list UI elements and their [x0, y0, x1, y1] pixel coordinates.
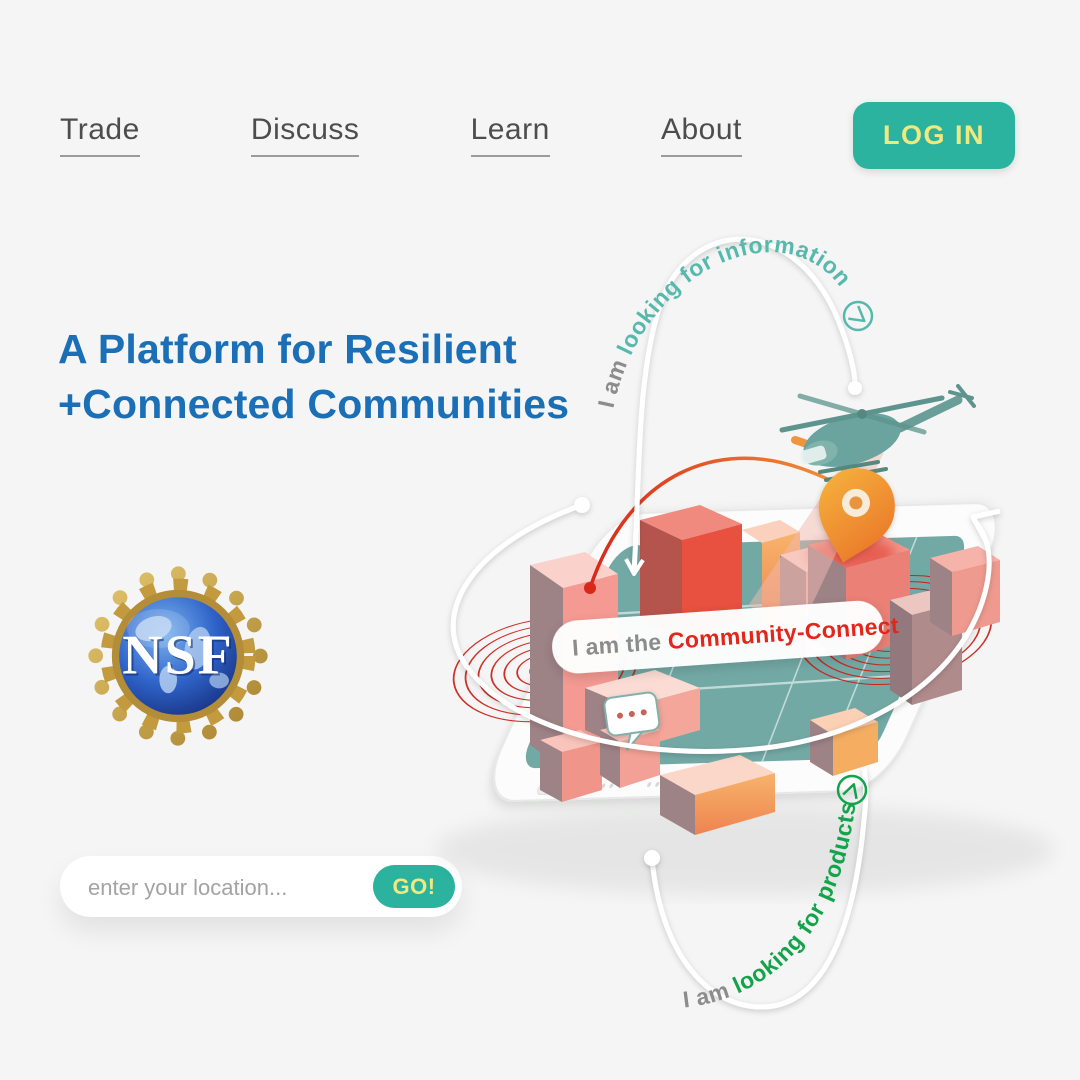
products-arrow-icon[interactable]: [836, 774, 868, 806]
products-arc: I am looking for products: [644, 767, 869, 1013]
helicopter-icon: [779, 384, 976, 482]
map-streets: [557, 536, 938, 766]
page-title-line1: A Platform for Resilient: [58, 326, 517, 372]
login-button[interactable]: LOG IN: [852, 101, 1015, 169]
phone-side-button: [910, 602, 949, 676]
page-title: A Platform for Resilient +Connected Comm…: [58, 322, 569, 432]
phone-port: [537, 779, 579, 795]
radar-rings-left: [452, 617, 638, 723]
nav-link-learn[interactable]: Learn: [470, 113, 550, 157]
top-navigation: Trade Discuss Learn About LOG IN: [60, 98, 1015, 172]
center-label-prefix: I am the: [571, 628, 669, 661]
nsf-logo-icon: NSF NSF: [88, 566, 268, 746]
svg-text:I am looking for products: I am looking for products: [681, 800, 860, 1013]
phone-shadow: [435, 805, 1055, 895]
radar-rings-right: [797, 574, 993, 686]
svg-text:I am the Community-Connect: I am the Community-Connect: [571, 612, 899, 661]
nsf-letters-shadow: NSF: [124, 627, 235, 689]
phone-screen: [525, 535, 965, 769]
arc-bottom-prefix: I am: [681, 974, 739, 1012]
nav-link-trade[interactable]: Trade: [60, 113, 140, 157]
phone-speaker-holes: [585, 781, 676, 789]
location-search: GO!: [60, 856, 462, 919]
orbit-arrowhead-icon: [970, 508, 1001, 547]
svg-text:I am looking for information: I am looking for information: [593, 231, 857, 410]
chat-bubble: [603, 691, 661, 751]
city-buildings: [530, 505, 1000, 835]
arc-bottom-text: looking for products: [729, 800, 861, 998]
arc-top-text: looking for information: [612, 231, 857, 359]
connection-arc: [584, 436, 868, 594]
information-arrow-icon[interactable]: [842, 300, 874, 332]
nsf-logo: NSF NSF: [80, 558, 276, 754]
arc-top-prefix: I am: [593, 348, 635, 410]
page-title-line2: +Connected Communities: [58, 381, 570, 427]
information-arc: I am looking for information: [593, 231, 874, 576]
map-pin-icon: [818, 468, 895, 563]
center-label-text: Community-Connect: [667, 612, 900, 654]
smartphone: [493, 502, 997, 802]
go-button[interactable]: GO!: [373, 865, 455, 908]
community-connect-label: I am the Community-Connect: [552, 600, 900, 674]
searchlight-beam: [748, 452, 884, 630]
orbit-curve: [450, 497, 1001, 754]
nsf-letters: NSF: [122, 625, 233, 687]
location-input[interactable]: [86, 856, 360, 919]
nav-link-about[interactable]: About: [660, 113, 742, 157]
nav-link-discuss[interactable]: Discuss: [250, 113, 360, 157]
